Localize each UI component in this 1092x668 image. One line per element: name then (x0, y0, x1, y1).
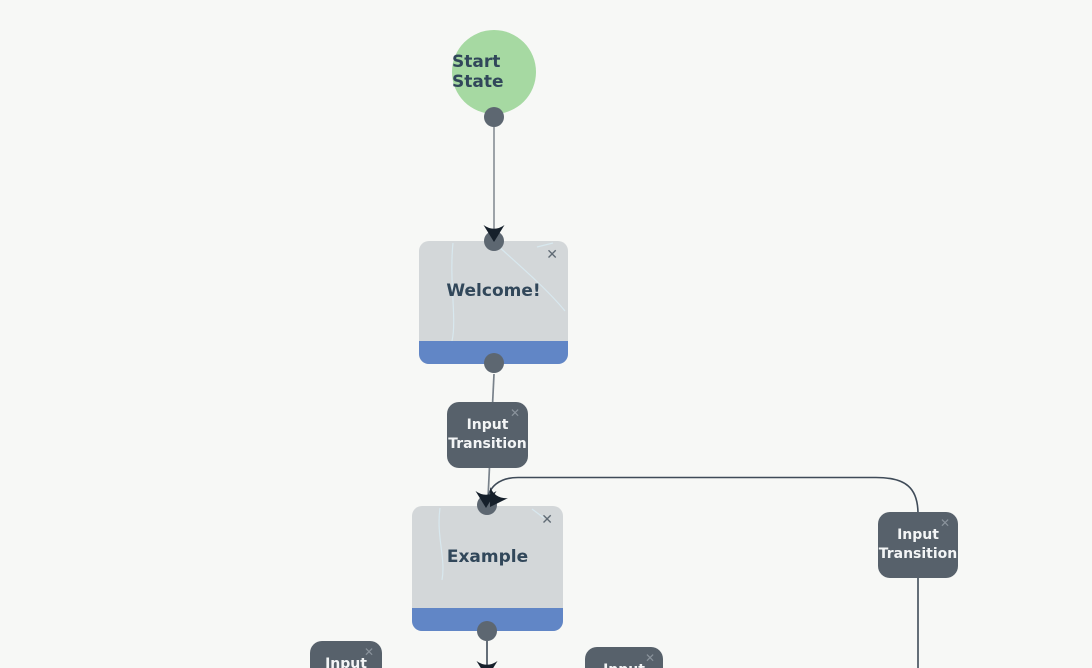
transition-label-line1: Input (325, 656, 367, 668)
transition-label-line2: Transition (878, 546, 958, 562)
transition-node-mid[interactable]: Input Transition ✕ (447, 402, 528, 468)
transition-node-right[interactable]: Input Transition ✕ (878, 512, 958, 578)
state-label-example: Example (446, 547, 529, 567)
transition-node-bottom-right[interactable]: Input Transition ✕ (585, 647, 663, 668)
close-icon[interactable]: ✕ (546, 247, 558, 263)
close-icon[interactable]: ✕ (644, 651, 655, 665)
transition-label-line1: Input (603, 661, 645, 668)
transition-label-line1: Input (466, 417, 509, 433)
transition-label-line2: Transition (448, 436, 527, 452)
node-texture (451, 242, 566, 342)
state-footer-bar (412, 608, 563, 631)
state-body: Welcome! (419, 241, 568, 341)
state-footer-bar (419, 341, 568, 364)
close-icon[interactable]: ✕ (939, 516, 950, 530)
transition-node-bottom-left[interactable]: Input Transition ✕ (310, 641, 382, 668)
transition-label-line1: Input (897, 527, 939, 543)
state-node-welcome[interactable]: Welcome! ✕ (419, 241, 568, 364)
close-icon[interactable]: ✕ (541, 512, 553, 528)
node-texture (438, 507, 545, 581)
state-label-welcome: Welcome! (446, 281, 541, 301)
close-icon[interactable]: ✕ (363, 645, 374, 659)
start-state-label: Start State (452, 52, 504, 92)
close-icon[interactable]: ✕ (509, 406, 520, 420)
state-node-example[interactable]: Example ✕ (412, 506, 563, 631)
start-state-node[interactable]: Start State (452, 30, 536, 114)
state-body: Example (412, 506, 563, 608)
